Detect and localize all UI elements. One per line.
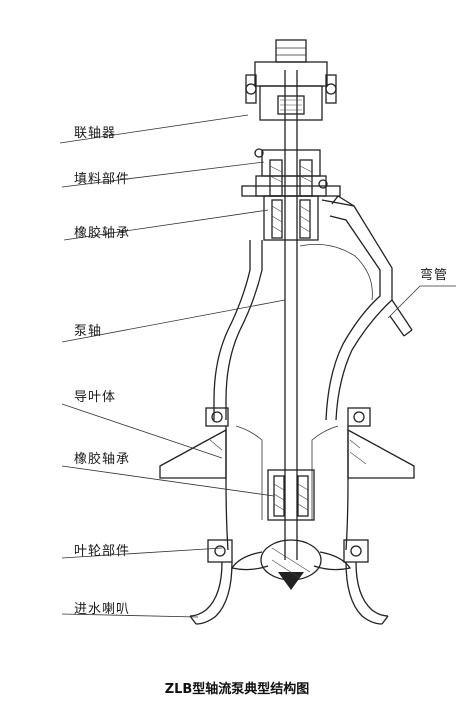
- label-rubber-bearing-upper: 橡胶轴承: [74, 226, 131, 241]
- lower-rubber-bearing-drawing: [267, 469, 315, 521]
- leader-lines: [59, 114, 456, 618]
- coupling-drawing: [245, 39, 337, 121]
- label-impeller-part: 叶轮部件: [74, 544, 131, 559]
- label-elbow: 弯管: [420, 268, 449, 283]
- guide-vane-body-drawing: [159, 407, 415, 551]
- label-rubber-bearing-lower: 橡胶轴承: [74, 452, 131, 467]
- pump-shaft-drawing: [284, 70, 298, 560]
- label-pump-shaft: 泵轴: [74, 324, 103, 339]
- packing-drawing: [241, 148, 341, 197]
- label-coupling: 联轴器: [74, 126, 117, 141]
- elbow-pipe-drawing: [213, 195, 413, 421]
- label-guide-vane-body: 导叶体: [74, 390, 117, 405]
- figure-caption: ZLB型轴流泵典型结构图: [164, 682, 310, 697]
- upper-rubber-bearing-drawing: [263, 195, 319, 241]
- label-packing: 填料部件: [74, 172, 131, 187]
- label-inlet-bellmouth: 进水喇叭: [74, 602, 131, 617]
- inlet-bellmouth-drawing: [189, 561, 389, 625]
